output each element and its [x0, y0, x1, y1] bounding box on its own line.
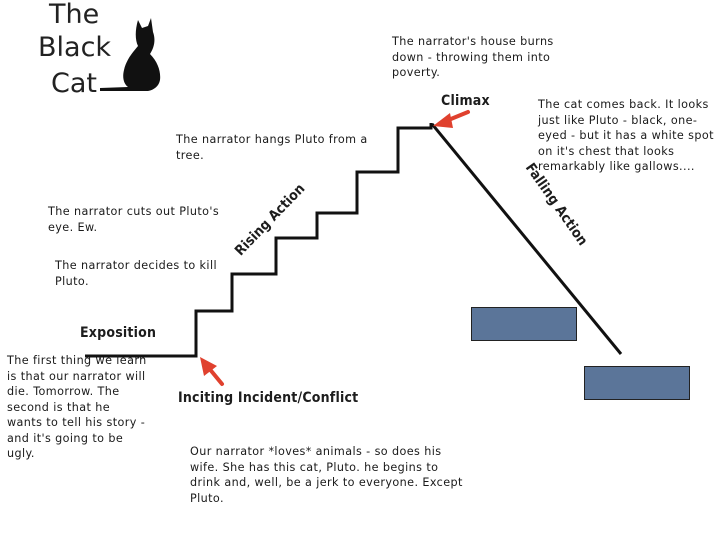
plot-line-falling [430, 123, 623, 355]
plot-line-rising [85, 123, 433, 358]
falling-action-box-1 [471, 307, 577, 341]
label-exposition: Exposition [80, 325, 157, 341]
falling-action-box-2 [584, 366, 690, 400]
title-line-2: Black [38, 32, 112, 63]
inciting-arrow-icon [200, 357, 224, 386]
note-house-burns: The narrator's house burns down - throwi… [392, 35, 554, 79]
title-line-1: The [49, 0, 100, 30]
note-decides-kill: The narrator decides to kill Pluto. [55, 259, 217, 288]
note-hangs-pluto: The narrator hangs Pluto from a tree. [176, 133, 368, 162]
label-climax: Climax [441, 93, 490, 109]
note-exposition: The first thing we learn is that our nar… [7, 354, 147, 460]
title-line-3: Cat [51, 68, 97, 99]
climax-arrow-icon [433, 110, 470, 128]
note-cat-comes-back: The cat comes back. It looks just like P… [538, 98, 714, 173]
note-inciting-incident: Our narrator *loves* animals - so does h… [190, 445, 463, 505]
label-inciting-incident: Inciting Incident/Conflict [178, 390, 359, 406]
note-cuts-eye: The narrator cuts out Pluto's eye. Ew. [48, 205, 220, 234]
black-cat-silhouette-icon [100, 18, 161, 91]
